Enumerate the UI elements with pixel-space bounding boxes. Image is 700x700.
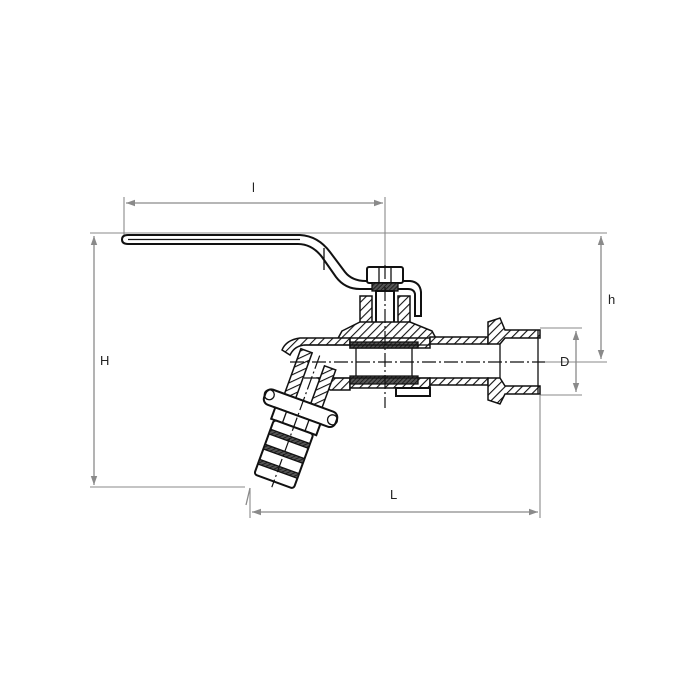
angled-spout	[253, 347, 339, 489]
valve-body	[281, 317, 541, 405]
dimension-H	[90, 236, 245, 488]
dimension-label-h: h	[608, 292, 616, 307]
dimension-D	[540, 327, 582, 396]
dimension-L	[245, 395, 541, 518]
dimension-label-l: l	[252, 180, 255, 195]
dimension-label-L: L	[390, 487, 398, 502]
lever-handle	[120, 234, 422, 317]
dimension-label-H: H	[100, 353, 110, 368]
dimension-label-D: D	[560, 354, 570, 369]
